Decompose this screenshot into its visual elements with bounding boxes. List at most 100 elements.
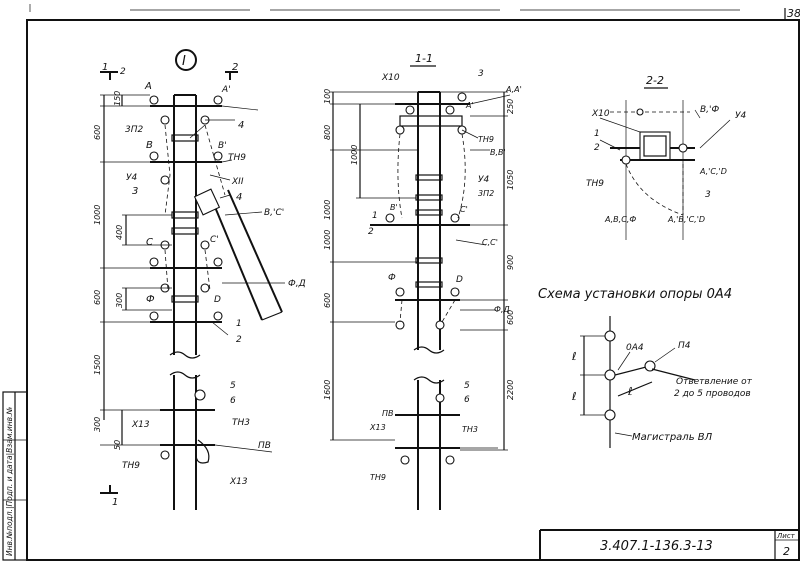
scheme-opora: Схема установки опоры 0А4 ℓ ℓ ℓ 0А4 П4 О… (538, 287, 753, 448)
dim-11-l-800: 800 (323, 125, 332, 140)
label-d: D (214, 295, 221, 305)
label-11-x13: Х13 (369, 423, 386, 432)
label-tn9-bottom: ТН9 (122, 461, 140, 471)
scheme-dim-l-branch: ℓ (627, 385, 633, 398)
label-11-3p2: 3П2 (478, 189, 494, 198)
dim-1000: 1000 (93, 205, 102, 225)
label-11-1: 1 (372, 211, 378, 221)
label-11-u4: У4 (478, 175, 489, 185)
dim-11-l-1000a: 1000 (323, 200, 332, 220)
dim-600-b: 600 (93, 290, 102, 305)
label-a: A (144, 81, 152, 92)
section-mark-2-left: 2 (120, 67, 126, 77)
label-11-6: 6 (464, 395, 470, 405)
view-circle-label: I (182, 54, 186, 69)
dim-400: 400 (115, 225, 124, 240)
frame-border (26, 19, 800, 561)
label-22-abcd: A,'B,'C,'D (667, 215, 705, 224)
dim-600: 600 (93, 125, 102, 140)
scheme-branch-note-1: Ответвление от (676, 377, 753, 387)
dim-11-r-2200: 2200 (506, 380, 515, 400)
label-22-1: 1 (594, 129, 600, 139)
label-11-2: 2 (368, 227, 374, 237)
scheme-node-label: 0А4 (626, 343, 644, 353)
label-22-abcf: A,B,C,Ф (604, 215, 636, 224)
scheme-branch-node-label: П4 (678, 341, 691, 351)
dim-11-r-1050: 1050 (506, 170, 515, 190)
dim-50: 50 (113, 440, 122, 450)
section-mark-1-bottom: 1 (112, 497, 118, 508)
label-fd: Ф,Д (288, 279, 306, 289)
label-22-tn9: ТН9 (586, 179, 604, 189)
scheme-main-label: Магистраль ВЛ (632, 432, 713, 443)
label-11-b-prime: B' (390, 203, 398, 212)
sheet-number: 2 (783, 545, 790, 558)
view-22-title: 2-2 (646, 74, 664, 87)
section-mark-1-top: 1 (102, 62, 108, 73)
dim-1500: 1500 (93, 355, 102, 375)
label-3p2: 3П2 (125, 125, 143, 135)
dim-300-b: 300 (93, 417, 102, 432)
label-11-tn9-b: ТН9 (370, 473, 386, 482)
view-section-1-1: 1-1 (323, 52, 522, 510)
sheet-edge-marks (29, 4, 740, 12)
stamp-text: Инв.№подл.|Подп. и дата|Взам.инв.№ (5, 407, 14, 556)
dim-11-l-1000b: 1000 (323, 230, 332, 250)
label-x13-left: Х13 (131, 420, 150, 430)
label-11-cc: C,C' (482, 238, 498, 247)
label-11-pv: ПВ (382, 409, 394, 418)
view-11-title: 1-1 (415, 52, 433, 65)
dim-11-inner-1000: 1000 (350, 145, 359, 165)
label-11-5: 5 (464, 381, 470, 391)
view-main: I 1 2 2 1 150 600 1000 400 600 300 1500 … (93, 49, 306, 510)
view-section-2-2: 2-2 Х10 B,'Ф У4 1 2 ТН9 A,'C,'D 3 A,B,C,… (586, 74, 746, 240)
label-22-acd: A,'C,'D (699, 167, 727, 176)
label-c-prime: C' (210, 235, 219, 245)
label-2: 2 (236, 335, 242, 345)
label-tn9-top: ТН9 (228, 153, 246, 163)
label-1: 1 (236, 319, 242, 329)
label-11-fd: Ф,Д (494, 305, 510, 314)
label-11-tn3: ТН3 (462, 425, 478, 434)
scheme-title: Схема установки опоры 0А4 (538, 287, 732, 302)
label-a-prime: A' (221, 85, 231, 95)
scheme-dim-l-bottom: ℓ (571, 390, 577, 403)
title-block: 3.407.1-136.3-13 Лист 2 (539, 529, 799, 560)
sheet-label: Лист (776, 532, 796, 540)
label-f: Ф (146, 294, 155, 305)
label-11-f: Ф (388, 273, 396, 283)
label-4-top: 4 (238, 120, 244, 131)
label-pv: ПВ (258, 441, 271, 451)
dim-11-l-100: 100 (323, 89, 332, 104)
label-22-2: 2 (594, 143, 600, 153)
dim-11-l-1600: 1600 (323, 380, 332, 400)
label-3: 3 (132, 186, 138, 197)
label-22-3: 3 (705, 190, 711, 200)
dim-11-l-600: 600 (323, 293, 332, 308)
label-4-mid: 4 (236, 192, 242, 203)
label-b: B (146, 140, 153, 151)
section-mark-2-right: 2 (232, 62, 238, 73)
label-11-tn9: ТН9 (478, 135, 494, 144)
corner-sheet-number: 38 (787, 7, 800, 20)
label-x11: ХII (231, 177, 244, 187)
stamp-strip: Инв.№подл.|Подп. и дата|Взам.инв.№ (2, 391, 28, 561)
label-11-aa: A,A' (505, 85, 522, 94)
dim-11-r-900: 900 (506, 255, 515, 270)
scheme-branch-note-2: 2 до 5 проводов (674, 389, 751, 399)
label-22-bf: B,'Ф (700, 105, 720, 115)
label-c: C (146, 237, 153, 248)
label-bc-prime: B,'C' (264, 208, 284, 218)
dim-11-r-250: 250 (506, 99, 515, 114)
designation: 3.407.1-136.3-13 (600, 539, 713, 554)
label-22-x10: Х10 (591, 109, 610, 119)
label-11-a-prime: A' (465, 101, 474, 110)
scheme-dim-l-top: ℓ (571, 350, 577, 363)
label-11-x10: Х10 (381, 73, 400, 83)
label-x13-bottom: Х13 (229, 477, 248, 487)
label-6: 6 (230, 396, 236, 406)
label-11-d: D (456, 275, 463, 285)
label-tn3: ТН3 (232, 418, 250, 428)
dim-150: 150 (113, 91, 122, 106)
